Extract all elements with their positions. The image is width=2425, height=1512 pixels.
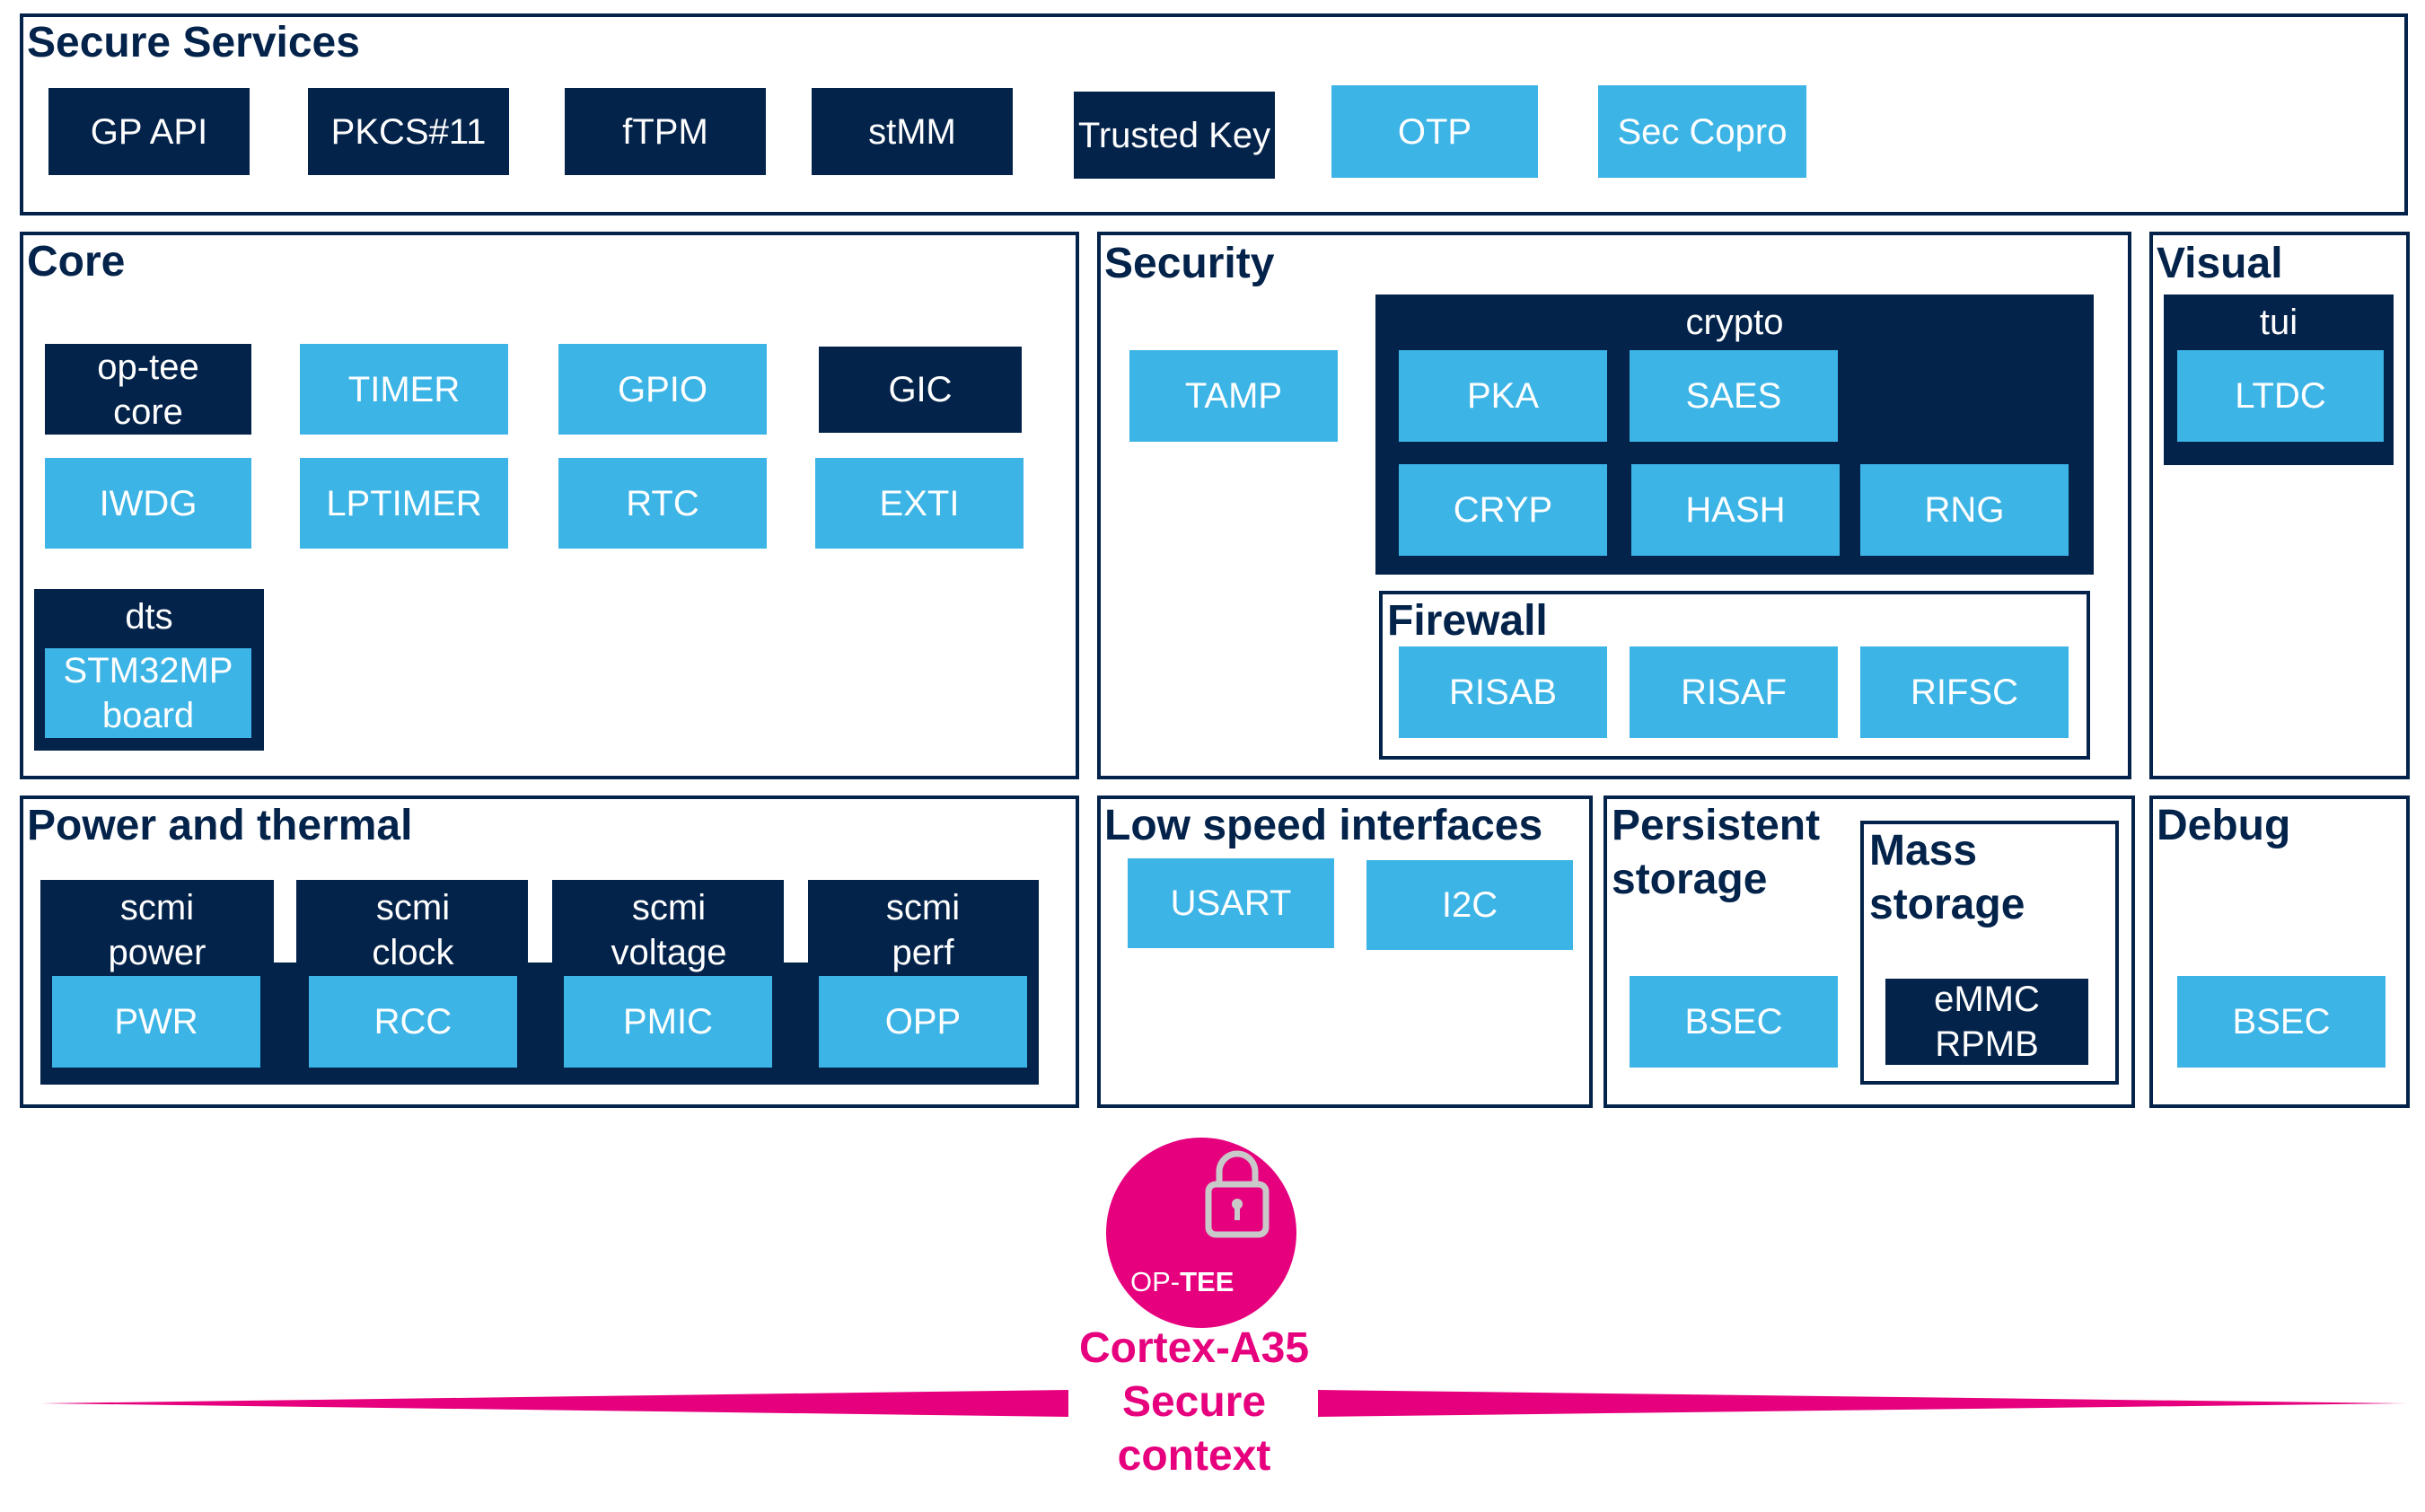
- ltdc-box: LTDC: [2177, 350, 2384, 442]
- optee-core-box: op-tee core: [45, 344, 251, 435]
- risab-box: RISAB: [1399, 646, 1607, 738]
- debug-title: Debug: [2157, 802, 2291, 849]
- scmi-voltage-header: [552, 880, 784, 970]
- iwdg-box: IWDG: [45, 458, 251, 549]
- gp-api-box: GP API: [48, 88, 250, 175]
- power-thermal-title: Power and thermal: [27, 802, 413, 849]
- lock-icon: [1205, 1150, 1270, 1238]
- core-title: Core: [27, 238, 126, 286]
- emmc-rpmb-box: eMMC RPMB: [1885, 979, 2088, 1065]
- i2c-box: I2C: [1366, 860, 1573, 950]
- firewall-title: Firewall: [1387, 597, 1548, 645]
- cryp-box: CRYP: [1399, 464, 1607, 556]
- rifsc-box: RIFSC: [1860, 646, 2069, 738]
- scmi-voltage-label: scmi voltage: [611, 888, 727, 972]
- gic-box: GIC: [819, 347, 1022, 433]
- persistent-bsec-box: BSEC: [1630, 976, 1838, 1068]
- sec-copro-box: Sec Copro: [1598, 85, 1806, 178]
- mass-storage-title: Mass storage: [1869, 827, 2025, 928]
- pkcs11-box: PKCS#11: [308, 88, 509, 175]
- pka-box: PKA: [1399, 350, 1607, 442]
- exti-box: EXTI: [815, 458, 1024, 549]
- optee-suffix: TEE: [1180, 1266, 1234, 1297]
- optee-label: OP-TEE: [1130, 1266, 1234, 1298]
- saes-box: SAES: [1630, 350, 1838, 442]
- gpio-box: GPIO: [558, 344, 767, 435]
- debug-bsec-box: BSEC: [2177, 976, 2385, 1068]
- security-title: Security: [1104, 240, 1275, 287]
- tui-label: tui: [2259, 303, 2298, 342]
- hash-box: HASH: [1631, 464, 1840, 556]
- dts-label: dts: [125, 597, 173, 637]
- stmm-box: stMM: [812, 88, 1013, 175]
- trusted-key-box: Trusted Key: [1074, 92, 1275, 179]
- low-speed-title: Low speed interfaces: [1104, 802, 1543, 849]
- scmi-power-header: [40, 880, 274, 970]
- visual-title: Visual: [2157, 240, 2283, 287]
- low-speed-panel: [1097, 796, 1593, 1108]
- scmi-power-label: scmi power: [108, 888, 206, 972]
- otp-box: OTP: [1331, 85, 1538, 178]
- pwr-box: PWR: [52, 976, 260, 1068]
- usart-box: USART: [1128, 858, 1334, 948]
- scmi-perf-label: scmi perf: [885, 888, 961, 972]
- rtc-box: RTC: [558, 458, 767, 549]
- ftpm-box: fTPM: [565, 88, 766, 175]
- crypto-label: crypto: [1685, 303, 1784, 342]
- rcc-box: RCC: [309, 976, 517, 1068]
- tamp-box: TAMP: [1129, 350, 1338, 442]
- secure-services-title: Secure Services: [27, 19, 360, 66]
- scmi-clock-label: scmi clock: [372, 888, 454, 972]
- timer-box: TIMER: [300, 344, 508, 435]
- lptimer-box: LPTIMER: [300, 458, 508, 549]
- optee-prefix: OP-: [1130, 1266, 1181, 1297]
- scmi-perf-header: [808, 880, 1039, 970]
- rng-box: RNG: [1860, 464, 2069, 556]
- opp-box: OPP: [819, 976, 1027, 1068]
- stm32mp-board-box: STM32MP board: [45, 648, 251, 738]
- persistent-storage-title: Persistent storage: [1612, 802, 1821, 903]
- risaf-box: RISAF: [1630, 646, 1838, 738]
- secure-context-label: Cortex-A35 Secure context: [1078, 1324, 1310, 1480]
- scmi-clock-header: [296, 880, 528, 970]
- pmic-box: PMIC: [564, 976, 772, 1068]
